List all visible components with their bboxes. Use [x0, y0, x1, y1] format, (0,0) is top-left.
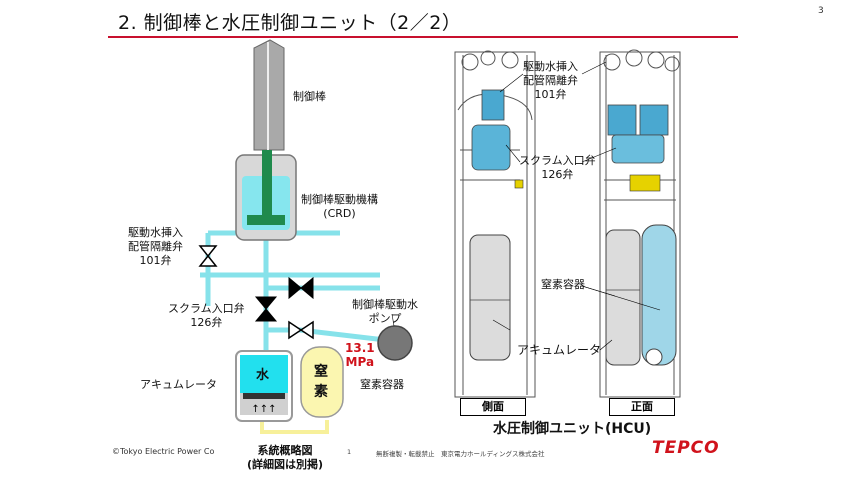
nitrogen-label-line2: 素	[314, 384, 328, 400]
pressure-unit: MPa	[345, 355, 375, 369]
hcu-isolation-valve-label: 駆動水挿入 配管隔離弁 101弁	[523, 60, 578, 102]
pump-label-line2: ポンプ	[368, 312, 402, 325]
bypass-valve-open	[288, 320, 314, 340]
hcu-isolation-valve-label-line2: 配管隔離弁	[523, 74, 578, 87]
isolation-valve-label-line2: 配管隔離弁	[128, 240, 183, 253]
hcu-scram-valve-label: スクラム入口弁 126弁	[519, 154, 596, 182]
hcu-title: 水圧制御ユニット(HCU)	[493, 421, 652, 437]
hcu-side-valve-126	[471, 124, 511, 171]
hcu-front-nitrogen-container	[641, 224, 677, 366]
page-number: 3	[818, 6, 824, 16]
scram-valve-label-line2: 126弁	[190, 316, 223, 329]
hcu-nitrogen-container-label: 窒素容器	[541, 278, 585, 291]
hcu-scram-valve-label-line1: スクラム入口弁	[519, 154, 596, 167]
pressure-value: 13.1	[345, 341, 375, 355]
hcu-side-valve-101	[481, 89, 505, 121]
valve-101-symbol	[198, 245, 218, 267]
slide-title: 2. 制御棒と水圧制御ユニット（2／2）	[118, 12, 462, 34]
control-rod	[253, 39, 285, 220]
crd-label: 制御棒駆動機構 (CRD)	[301, 193, 378, 221]
pump-line-valve-closed	[288, 276, 314, 300]
nitrogen-label: 窒 素	[314, 362, 328, 402]
title-underline	[108, 36, 738, 38]
nitrogen-label-line1: 窒	[314, 364, 328, 380]
hcu-side-accumulator	[469, 234, 511, 361]
control-rod-label: 制御棒	[293, 90, 326, 103]
crd-label-line2: (CRD)	[323, 207, 356, 220]
pump-label: 制御棒駆動水 ポンプ	[352, 298, 418, 326]
hcu-front-valve-126	[611, 134, 665, 164]
hcu-side-view	[454, 50, 536, 398]
schematic-caption: 系統概略図 (詳細図は別掲)	[247, 444, 323, 472]
water-label: 水	[256, 368, 270, 383]
hcu-front-view-label: 正面	[609, 398, 675, 416]
svg-text:↑↑↑: ↑↑↑	[251, 404, 276, 415]
pump-symbol	[377, 325, 413, 361]
hcu-scram-valve-label-line2: 126弁	[541, 168, 574, 181]
hcu-front-valve-101	[607, 104, 637, 136]
tepco-logo: TEPCO	[652, 438, 720, 458]
hcu-isolation-valve-label-line3: 101弁	[534, 88, 567, 101]
accumulator-label: アキュムレータ	[140, 378, 217, 391]
schematic-caption-line2: (詳細図は別掲)	[247, 458, 324, 471]
pump-label-line1: 制御棒駆動水	[352, 298, 418, 311]
nitrogen-container-label: 窒素容器	[360, 378, 404, 391]
scram-valve-label: スクラム入口弁 126弁	[168, 302, 245, 330]
footer-slide-number: 1	[347, 448, 352, 456]
crd-label-line1: 制御棒駆動機構	[301, 193, 378, 206]
isolation-valve-label: 駆動水挿入 配管隔離弁 101弁	[128, 226, 183, 268]
hcu-front-accumulator	[605, 229, 641, 366]
pressure-label: 13.1 MPa	[345, 341, 375, 369]
hcu-leader-lines	[492, 61, 661, 351]
valve-126-symbol	[254, 296, 278, 322]
footer-notice: 無断複製・転載禁止 東京電力ホールディングス株式会社	[376, 450, 545, 458]
schematic-caption-line1: 系統概略図	[257, 444, 313, 457]
accumulator-vessel: ↑↑↑	[235, 350, 293, 422]
scram-valve-label-line1: スクラム入口弁	[168, 302, 245, 315]
hcu-accumulator-label: アキュムレータ	[517, 343, 602, 357]
isolation-valve-label-line3: 101弁	[139, 254, 172, 267]
isolation-valve-label-line1: 駆動水挿入	[128, 226, 183, 239]
hcu-side-view-label: 側面	[460, 398, 526, 416]
footer-copyright: ©Tokyo Electric Power Co	[112, 447, 215, 456]
nitrogen-vessel	[300, 346, 344, 418]
hcu-isolation-valve-label-line1: 駆動水挿入	[523, 60, 578, 73]
